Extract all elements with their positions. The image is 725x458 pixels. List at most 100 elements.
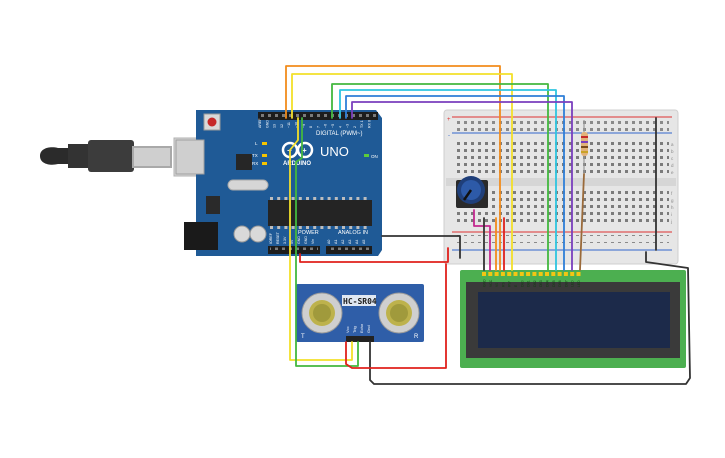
lcd-pin-label: LED <box>577 280 581 287</box>
lcd-pin-label: RS <box>501 282 505 287</box>
digital-pin-label: TX 1 <box>360 120 364 128</box>
digital-label: DIGITAL (PWM~) <box>316 131 363 137</box>
power-pin-label: IOREF <box>269 232 273 244</box>
wire-blue <box>345 95 565 271</box>
lcd-pin-label: DB2 <box>533 280 537 287</box>
wire-black-loop <box>369 251 691 385</box>
power-jack <box>184 222 218 250</box>
breadboard-row-label: f <box>671 191 673 196</box>
lcd-pin <box>563 272 568 276</box>
wire-purple <box>351 101 573 271</box>
lcd-screen <box>478 292 670 348</box>
digital-pin-label: 7 <box>316 126 320 128</box>
wire-green <box>331 83 549 271</box>
lcd-pin <box>570 272 575 276</box>
digital-pin-label: 4 <box>338 126 342 128</box>
breadboard-row-label: c <box>671 156 674 161</box>
lcd-pin-label: DB1 <box>527 280 531 287</box>
breadboard-row-label: j <box>670 219 672 224</box>
digital-pin-label: 8 <box>309 126 313 128</box>
wire-brown <box>579 173 585 271</box>
breadboard-row-label: a <box>671 142 674 147</box>
lcd-pin-label: V0 <box>495 283 499 287</box>
lcd-pin-label: VCC <box>489 279 493 287</box>
transmitter <box>301 292 343 334</box>
digital-pin-label: RX 0 <box>368 120 372 128</box>
lcd-pin <box>557 272 562 276</box>
transmitter-mark: T <box>301 334 305 340</box>
lcd-pin <box>519 272 524 276</box>
digital-pin-label: 12 <box>280 124 284 128</box>
breadboard-row-label: e <box>671 170 674 175</box>
analog-pin-label: A2 <box>341 240 345 244</box>
sensor-model: HC-SR04 <box>343 297 377 306</box>
lcd-pin <box>526 272 531 276</box>
analog-pin-label: A3 <box>348 240 352 244</box>
sensor-pin-label: Vcc <box>345 326 350 333</box>
lcd-pin <box>494 272 499 276</box>
lcd-pin-label: DB7 <box>564 280 568 287</box>
analog-pin-label: A0 <box>327 240 331 244</box>
wire-cyan <box>339 89 557 271</box>
digital-pin-label: AREF <box>258 118 262 128</box>
analog-label: ANALOG IN <box>338 230 368 236</box>
wire-green-2 <box>295 117 359 367</box>
lcd-pin-label: DB0 <box>520 280 524 287</box>
lcd-pin-label: RW <box>508 281 512 287</box>
digital-pin-label: 2 <box>353 126 357 128</box>
digital-pin-label: ~6 <box>324 124 328 128</box>
power-pin-label: RESET <box>276 231 280 244</box>
digital-pin-label: 13 <box>273 124 277 128</box>
wire-yellow <box>291 73 513 271</box>
board-brand: UNO <box>320 144 349 159</box>
led-rx-label: RX <box>252 161 258 166</box>
wires <box>285 65 691 385</box>
lcd-pin <box>545 272 549 276</box>
lcd-pin <box>482 272 486 276</box>
lcd-pin-label: DB6 <box>558 280 562 287</box>
resistor <box>581 120 588 174</box>
power-pin-label: GND <box>297 236 301 244</box>
potentiometer[interactable] <box>456 176 488 208</box>
lcd-pin <box>538 272 543 276</box>
breadboard-row-label: b <box>671 149 674 154</box>
led-l-label: L <box>255 141 258 146</box>
power-pin-label: 5V <box>290 239 294 244</box>
digital-pin-label: GND <box>265 120 269 128</box>
digital-pin-label: ~10 <box>295 122 299 128</box>
analog-pin-label: A4 <box>355 240 359 244</box>
power-pin-label: Vin <box>311 239 315 244</box>
capacitor-right <box>249 225 267 243</box>
digital-pin-label: ~3 <box>346 124 350 128</box>
on-label: ON <box>371 154 378 159</box>
power-pin-label: GND <box>304 236 308 244</box>
usb-port <box>175 139 205 175</box>
power-pin-label: 3.3V <box>283 236 287 244</box>
wire-magenta <box>473 209 491 271</box>
usb-chip <box>236 154 252 170</box>
digital-pin-label: ~5 <box>331 124 335 128</box>
regulator <box>206 196 220 214</box>
wire-red-loop <box>345 263 447 369</box>
logo-text: ARDUINO <box>283 161 311 167</box>
lcd-pin-label: GND <box>483 279 487 287</box>
lcd-pin <box>576 272 581 276</box>
capacitor-left <box>233 225 251 243</box>
breadboard-row-label: d <box>671 163 674 168</box>
analog-pin-label: A1 <box>334 240 338 244</box>
analog-pin-label: A5 <box>362 240 366 244</box>
wire-yellow-2 <box>289 117 353 361</box>
wire-orange <box>285 65 501 271</box>
lcd-pin <box>507 272 512 276</box>
status-leds: L TX RX ON <box>252 141 378 166</box>
